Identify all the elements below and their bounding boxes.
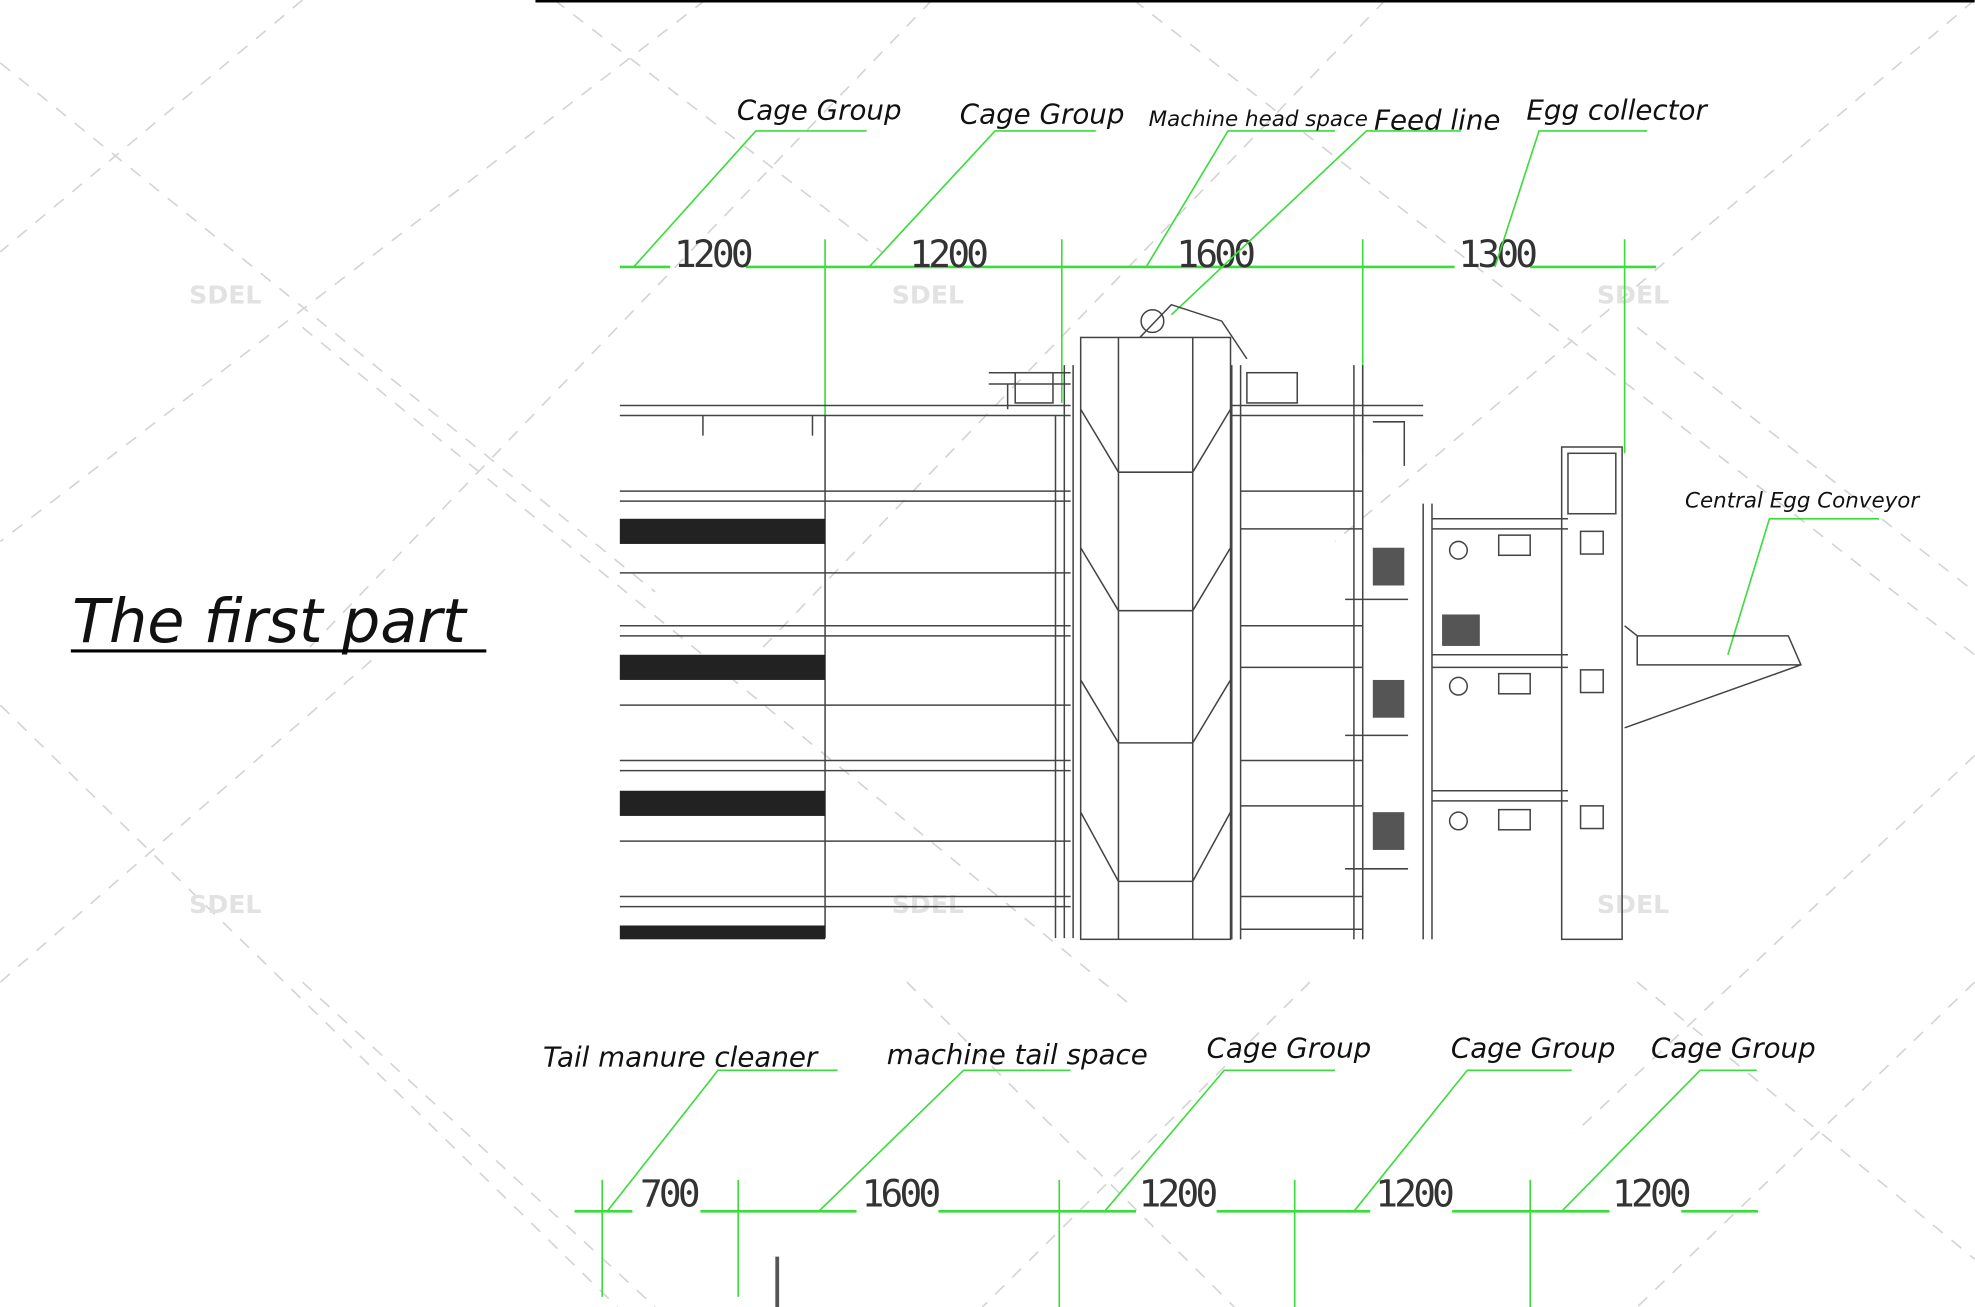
label-cage-group-bottom-2: Cage Group [1451, 1032, 1616, 1065]
top-dimension-2: 1200 [909, 232, 987, 276]
label-machine-head-space: Machine head space [1149, 107, 1368, 132]
top-dimension-4: 1300 [1458, 232, 1536, 276]
label-cage-group-bottom-1: Cage Group [1207, 1032, 1372, 1065]
label-cage-group-bottom-3: Cage Group [1651, 1032, 1816, 1065]
bottom-dimension-5: 1200 [1612, 1171, 1690, 1215]
label-feed-line: Feed line [1374, 104, 1500, 137]
svg-text:SDEL: SDEL [1597, 890, 1669, 919]
egg-collector [1422, 446, 1623, 941]
svg-text:SDEL: SDEL [892, 280, 964, 309]
machine-head [988, 303, 1248, 941]
title: The first part [72, 587, 468, 657]
label-egg-collector: Egg collector [1526, 94, 1708, 127]
svg-text:SDEL: SDEL [892, 890, 964, 919]
bottom-dimension-3: 1200 [1139, 1171, 1217, 1215]
svg-text:SDEL: SDEL [189, 280, 261, 309]
label-machine-tail-space: machine tail space [887, 1038, 1148, 1071]
label-cage-group-top-1: Cage Group [737, 94, 902, 127]
bottom-dimension-4: 1200 [1375, 1171, 1453, 1215]
bottom-dimension-2: 1600 [862, 1171, 940, 1215]
bottom-dimension-line [574, 1179, 1759, 1307]
top-dimension-line [619, 239, 1657, 454]
svg-text:SDEL: SDEL [189, 890, 261, 919]
top-dimension-3: 1600 [1176, 232, 1254, 276]
bottom-dimension-1: 700 [640, 1171, 699, 1215]
label-central-egg-conveyor: Central Egg Conveyor [1685, 488, 1920, 513]
bottom-leaders [606, 1069, 1757, 1212]
label-cage-group-top-2: Cage Group [960, 97, 1125, 130]
label-tail-manure-cleaner: Tail manure cleaner [543, 1041, 819, 1074]
svg-text:SDEL: SDEL [1597, 280, 1669, 309]
feed-line-tower [1231, 365, 1424, 940]
top-leaders [633, 130, 1879, 655]
top-dimension-1: 1200 [674, 232, 752, 276]
cage-rows [619, 365, 1074, 940]
central-egg-conveyor [1624, 625, 1802, 729]
